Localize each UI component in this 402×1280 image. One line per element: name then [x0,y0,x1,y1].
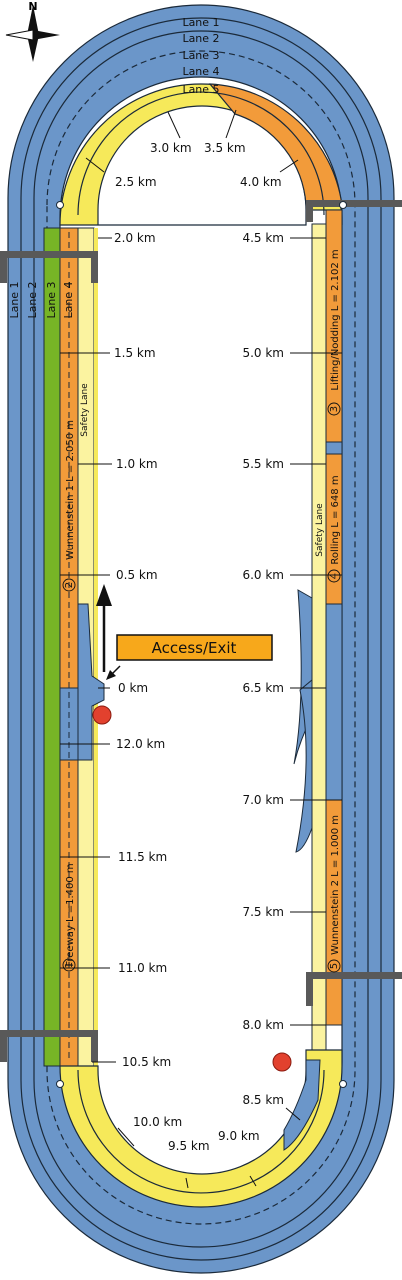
lane5-inner-line [77,91,325,216]
km-label-5-5: 5.5 km [242,457,284,471]
lane-separator-2 [33,30,369,1248]
section-lifting-label: Lifting/Nodding L = 2.102 m [330,249,341,390]
direction-arrow-head [96,584,112,606]
gantry-right-bottom [306,972,402,979]
section-number-4: 4 [327,569,341,583]
km-label-5-0: 5.0 km [242,346,284,360]
access-pointer-head [106,670,116,680]
safety-lane-label-right: Safety Lane [315,503,325,557]
gantry-right-top-post-l [306,200,313,222]
km-label-7-5: 7.5 km [242,905,284,919]
safety-lane-right [311,223,327,1065]
km-label-2-0: 2.0 km [114,231,156,245]
km-label-11-5: 11.5 km [118,850,167,864]
gantry-left-bottom [0,1030,98,1037]
lane-label-1-side: Lane 1 [8,281,21,318]
marker-dot-top-left [56,201,64,209]
gantry-right-bottom-post-l [306,972,313,1006]
km-label-0-5: 0.5 km [116,568,158,582]
lane-label-5-top: Lane 5 [182,83,219,96]
km-label-9-5: 9.5 km [168,1139,210,1153]
section-number-3: 3 [327,402,341,416]
lane4-right-blue-mid [325,603,343,801]
km-label-3-5: 3.5 km [204,141,246,155]
red-marker-left [92,705,112,725]
km-label-0: 0 km [118,681,148,695]
safety-lane-label-left: Safety Lane [80,383,90,437]
svg-text:2: 2 [64,582,75,588]
km-label-3-0: 3.0 km [150,141,192,155]
km-label-6-0: 6.0 km [242,568,284,582]
km-label-8-0: 8.0 km [242,1018,284,1032]
section-freeway-label: Freeway L =1.400 m [65,863,76,966]
km-label-10-0: 10.0 km [133,1115,182,1129]
km-label-11-0: 11.0 km [118,961,167,975]
section-number-2: 2 [62,578,76,592]
lane5-left-yellow [94,228,98,1066]
km-label-6-5: 6.5 km [242,681,284,695]
marker-dot-bottom-left [56,1080,64,1088]
lane-label-2-side: Lane 2 [26,281,39,318]
right-handling-wedge-2 [295,678,313,853]
lane-label-3-side: Lane 3 [45,281,58,318]
gantry-left-bottom-post-l [0,1030,7,1062]
km-label-12-0: 12.0 km [116,737,165,751]
compass-arrow-east [33,30,60,40]
svg-text:4: 4 [329,573,340,579]
access-pointer-line [111,665,121,675]
gantry-left-top-post-r [91,251,98,283]
section-rolling-label: Rolling L = 648 m [330,475,341,564]
km-label-8-5: 8.5 km [242,1093,284,1107]
svg-text:1: 1 [64,962,75,968]
access-exit-label: Access/Exit [152,639,237,657]
access-ramp [77,603,105,761]
access-exit-box [116,634,273,661]
km-label-1-0: 1.0 km [116,457,158,471]
lane-label-1-top: Lane 1 [182,16,219,29]
lane3-green-strip [43,227,61,1067]
lane4-right-blue-gap [325,441,343,455]
compass-label: N [28,0,37,13]
gantry-left-top-post-l [0,251,7,283]
compass-arrow-west [5,29,34,41]
lane-separator-3 [46,50,356,1225]
km-ticks-curves [85,109,299,1189]
marker-dot-top-right [339,201,347,209]
lane-label-2-top: Lane 2 [182,32,219,45]
km-label-2-5: 2.5 km [115,175,157,189]
km-ticks-left [60,237,116,1063]
red-marker-right [272,1052,292,1072]
km-label-9-0: 9.0 km [218,1129,260,1143]
lane-separator-1 [20,17,382,1261]
svg-text:3: 3 [329,406,340,412]
lane5-bottom-yellow [59,1049,343,1208]
section-number-1: 1 [62,958,76,972]
section-wunnenstein1-label: Wunnenstein 1 L = 2.050 m [65,420,76,560]
compass-rose: N [5,0,60,62]
section-number-5: 5 [327,959,341,973]
km-label-4-0: 4.0 km [240,175,282,189]
km-ticks-right [285,237,342,1121]
svg-text:5: 5 [329,963,340,969]
gantry-left-top [0,251,98,258]
lane-label-3-top: Lane 3 [182,49,219,62]
gantry-right-top [306,200,402,207]
km-label-1-5: 1.5 km [114,346,156,360]
km-label-10-5: 10.5 km [122,1055,171,1069]
lane-label-4-side: Lane 4 [62,281,75,318]
lane5-bottom-inner-line [77,1069,325,1194]
km-label-7-0: 7.0 km [242,793,284,807]
section-wunnenstein2-label: Wunnenstein 2 L = 1.000 m [330,815,341,955]
gantry-left-bottom-post-r [91,1030,98,1062]
lane-label-4-top: Lane 4 [182,65,219,78]
marker-dot-bottom-right [339,1080,347,1088]
km-label-4-5: 4.5 km [242,231,284,245]
